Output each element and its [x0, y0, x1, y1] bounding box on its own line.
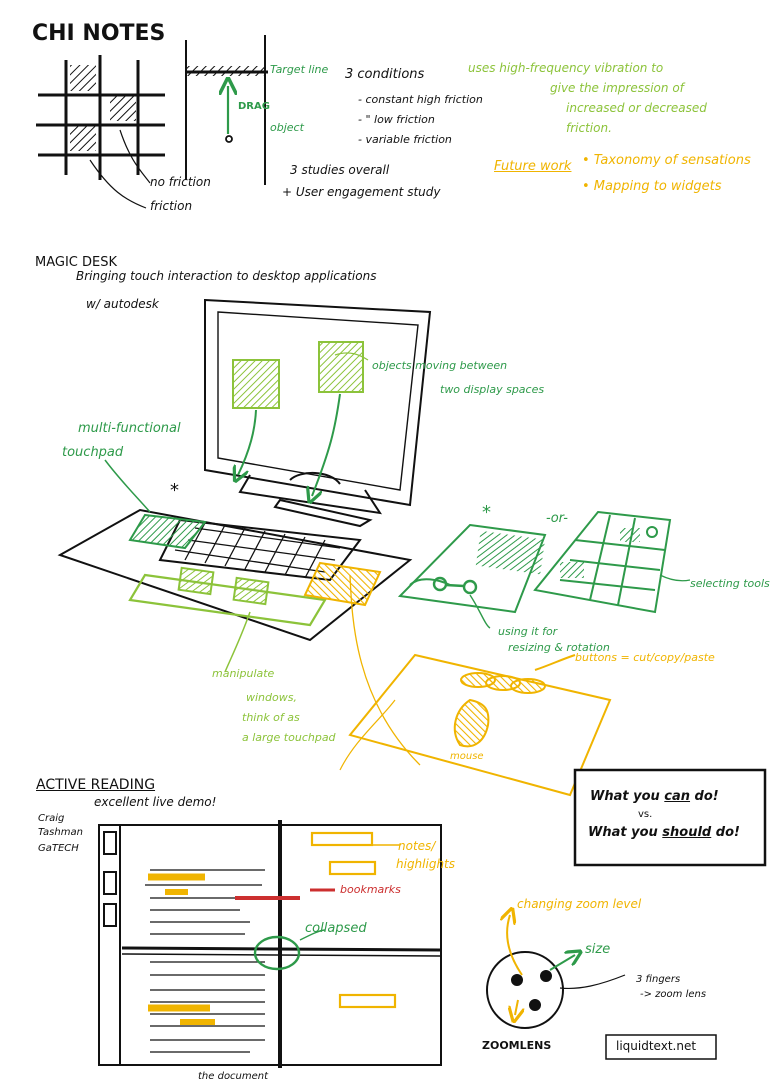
magic-desk-heading: MAGIC DESK [35, 255, 117, 270]
fingers-label-2: -> zoom lens [640, 989, 707, 1000]
callout-text-2a: What you [588, 825, 663, 840]
url-label: liquidtext.net [616, 1039, 697, 1053]
objects-moving-2: two display spaces [440, 383, 545, 396]
rotation-1: using it for [498, 625, 558, 638]
star-2: * [482, 502, 491, 523]
callout-line-1: What you can do! [590, 790, 719, 804]
highlights [148, 831, 400, 1025]
condition-3: - variable friction [358, 133, 452, 146]
selecting-tools: selecting tools [690, 577, 770, 590]
touchpad-label-1: multi-functional [78, 421, 181, 436]
friction-label: friction [150, 199, 193, 213]
vibration-note-2: give the impression of [550, 81, 684, 95]
magic-desk-subtitle: Bringing touch interaction to desktop ap… [76, 269, 377, 283]
callout-line-2: What you should do! [588, 826, 740, 840]
active-reading-heading: ACTIVE READING [36, 777, 156, 793]
future-item-1: • Taxonomy of sensations [582, 153, 751, 168]
mouse-label: mouse [450, 751, 484, 762]
engagement-study: + User engagement study [282, 185, 441, 199]
or-label: -or- [546, 511, 568, 526]
conditions-title: 3 conditions [345, 67, 425, 82]
magic-desk-with: w/ autodesk [86, 297, 159, 311]
zoomlens-sketch [486, 915, 717, 1060]
monitor-sketch [204, 298, 432, 528]
manipulate-1: manipulate [212, 667, 275, 680]
touchpad-variant-2 [533, 510, 691, 614]
credit-3: GaTECH [38, 843, 79, 854]
document-caption: the document [198, 1071, 269, 1082]
vibration-note-4: friction. [566, 121, 612, 135]
callout-box-frame [573, 768, 767, 867]
future-work-label: Future work [494, 159, 572, 174]
screen-windows [232, 341, 369, 496]
notes-label-1: notes/ [398, 839, 436, 853]
callout-vs: vs. [638, 809, 653, 820]
callout-text-2b: should [662, 825, 712, 840]
star-1: * [170, 480, 179, 501]
touchpad-variant-1 [397, 523, 547, 629]
friction-grid [36, 55, 165, 209]
studies-overall: 3 studies overall [290, 163, 390, 177]
buttons-note: buttons = cut/copy/paste [575, 651, 715, 664]
page-title: CHI NOTES [32, 21, 166, 46]
target-line-diagram [185, 35, 268, 185]
mouse-pad [339, 574, 612, 797]
no-friction-label: no friction [150, 175, 211, 189]
condition-1: - constant high friction [358, 93, 483, 106]
object-label: object [270, 121, 304, 134]
callout-text-1b: can [664, 789, 691, 804]
target-line-label: Target line [270, 63, 329, 76]
rotation-2: resizing & rotation [508, 641, 610, 654]
condition-2: - " low friction [358, 113, 435, 126]
document-sketch [98, 820, 442, 1068]
touchpad-area [104, 459, 382, 673]
credit-2: Tashman [38, 827, 83, 838]
touchpad-label-2: touchpad [62, 445, 124, 460]
objects-moving-1: objects moving between [372, 359, 508, 372]
credit-1: Craig [38, 813, 65, 824]
bookmarks-label: bookmarks [340, 883, 401, 896]
manipulate-2: windows, [246, 691, 297, 704]
manipulate-4: a large touchpad [242, 731, 336, 744]
zoom-level-label: changing zoom level [517, 897, 642, 911]
vibration-note-3: increased or decreased [566, 101, 707, 115]
callout-text-2c: do! [711, 825, 740, 840]
size-label: size [585, 942, 611, 957]
callout-text-1a: What you [590, 789, 665, 804]
collapsed-label: collapsed [305, 921, 367, 936]
notes-label-2: highlights [396, 857, 456, 871]
fingers-label-1: 3 fingers [636, 974, 681, 985]
drag-label: DRAG [238, 101, 270, 112]
vibration-note-1: uses high-frequency vibration to [468, 61, 664, 75]
callout-text-1c: do! [690, 789, 719, 804]
manipulate-3: think of as [242, 711, 300, 724]
live-demo-note: excellent live demo! [94, 795, 217, 809]
future-item-2: • Mapping to widgets [582, 179, 722, 194]
zoomlens-label: ZOOMLENS [482, 1039, 552, 1052]
